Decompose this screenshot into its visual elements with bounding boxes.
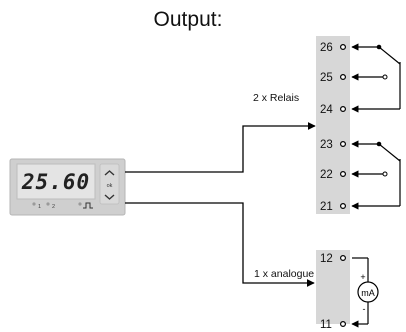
analogue-terminal-block: 12 11 (316, 250, 350, 331)
panel-meter: 25.60 ok 1 2 (9, 158, 126, 216)
current-meter-loop: mA + - (351, 257, 379, 328)
terminal-11-label: 11 (320, 319, 332, 331)
led-2-icon (46, 202, 50, 206)
terminal-21-label: 21 (320, 201, 333, 213)
terminal-12-label: 12 (320, 253, 333, 265)
terminal-21-screw-icon (340, 203, 347, 210)
display-window (16, 163, 96, 200)
led-2-label: 2 (52, 204, 55, 210)
led-1-label: 1 (38, 204, 41, 210)
meter-label: mA (361, 288, 375, 298)
terminal-11-screw-icon (340, 321, 347, 328)
relay-2-contact-symbol (351, 140, 401, 210)
terminal-22-label: 22 (320, 169, 333, 181)
relay-group-label: 2 x Relais (253, 92, 299, 104)
terminal-24-screw-icon (340, 105, 347, 112)
terminal-25-label: 25 (320, 72, 333, 84)
terminal-12-screw-icon (340, 255, 347, 262)
relay-block-background (316, 36, 350, 214)
ok-key[interactable]: ok (107, 183, 113, 189)
relay-terminal-block: 26 25 24 23 22 21 (316, 36, 350, 214)
milliamp-meter-icon (357, 281, 379, 303)
terminal-23-label: 23 (320, 139, 333, 151)
meter-plus-label: + (360, 272, 365, 282)
relay-1-contact-symbol (351, 43, 401, 113)
analogue-group-label: 1 x analogue (254, 268, 314, 280)
analogue-block-background (316, 264, 350, 324)
up-key[interactable] (104, 170, 115, 176)
led-1-icon (32, 202, 36, 206)
keypad (99, 163, 120, 205)
chevron-up-icon (104, 170, 115, 176)
terminal-26-label: 26 (320, 42, 333, 54)
pulse-output-icon (83, 202, 93, 209)
chevron-down-icon (104, 194, 115, 200)
down-key[interactable] (104, 194, 115, 200)
terminal-25-screw-icon (340, 73, 347, 80)
terminal-22-screw-icon (340, 171, 347, 178)
analogue-feed-line (125, 202, 315, 287)
relay-feed-line (125, 122, 316, 173)
terminal-23-screw-icon (340, 141, 347, 148)
page-title: Output: (154, 8, 223, 31)
led-pulse-icon (78, 202, 82, 206)
terminal-24-label: 24 (320, 104, 333, 116)
terminal-26-screw-icon (340, 43, 347, 50)
display-value: 25.60 (21, 170, 90, 194)
meter-minus-label: - (363, 304, 366, 314)
